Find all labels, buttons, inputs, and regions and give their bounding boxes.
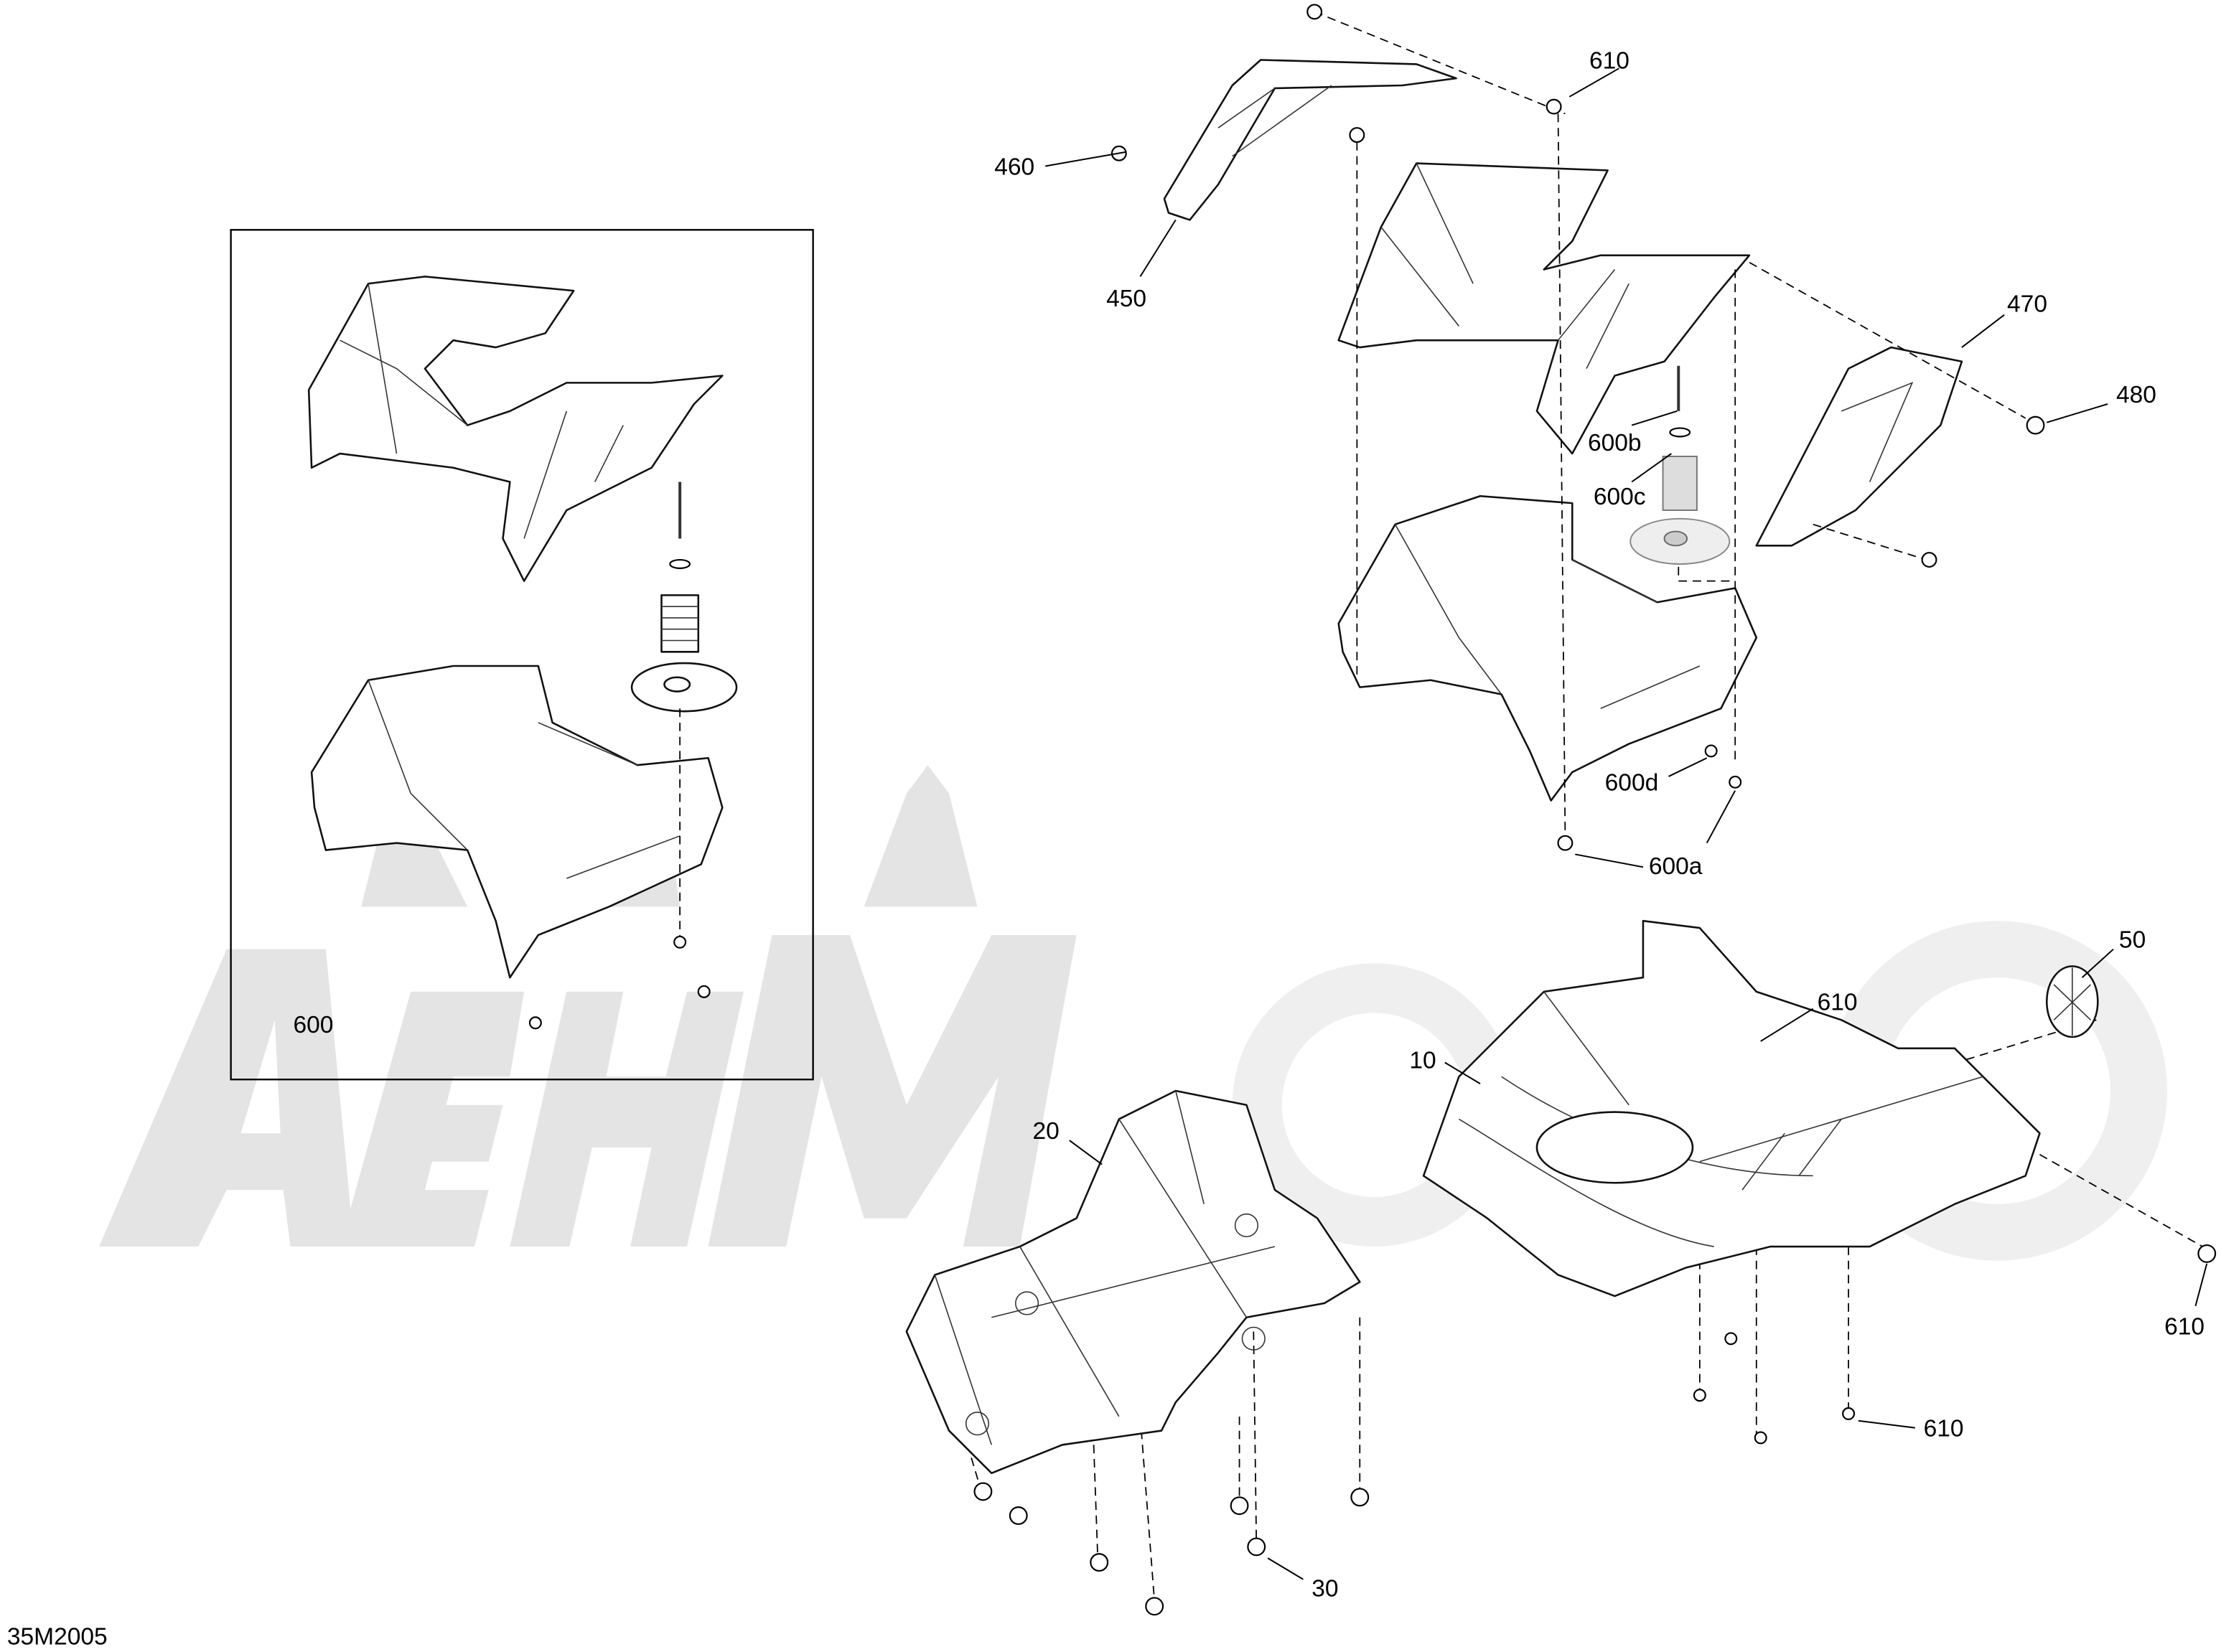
inset-spring-assembly bbox=[528, 482, 738, 1030]
spring-assembly-600 bbox=[1629, 365, 1736, 582]
airbox-10 bbox=[1422, 919, 2041, 1297]
callout-10: 10 bbox=[1409, 1047, 1436, 1074]
callout-50: 50 bbox=[2119, 927, 2146, 954]
inset-upper-housing bbox=[307, 276, 724, 582]
callout-470: 470 bbox=[2007, 291, 2047, 318]
fasteners bbox=[973, 4, 2217, 1616]
callout-460: 460 bbox=[994, 154, 1034, 180]
inset-lower-housing bbox=[310, 665, 724, 979]
diagram-code: 35M2005 bbox=[7, 1624, 108, 1651]
assembly-600-frame bbox=[230, 229, 814, 1081]
callout-30: 30 bbox=[1311, 1575, 1338, 1602]
callout-20: 20 bbox=[1032, 1118, 1059, 1145]
watermark bbox=[99, 736, 2168, 1261]
callout-450: 450 bbox=[1106, 286, 1146, 312]
callout-600d: 600d bbox=[1605, 770, 1659, 797]
callout-610-airbox: 610 bbox=[1818, 990, 1858, 1016]
leader-lines bbox=[1045, 67, 2208, 1580]
heat-shield-20 bbox=[905, 1089, 1361, 1475]
cover-470 bbox=[1755, 346, 1963, 547]
callout-600c: 600c bbox=[1594, 484, 1646, 510]
callout-480: 480 bbox=[2116, 382, 2156, 408]
lower-housing bbox=[1337, 494, 1758, 802]
callout-600: 600 bbox=[293, 1012, 333, 1038]
upper-housing bbox=[1337, 162, 1751, 455]
callout-610-right: 610 bbox=[2164, 1313, 2204, 1340]
cover-450 bbox=[1163, 59, 1457, 221]
callout-610: 610 bbox=[1589, 47, 1629, 74]
callout-600b: 600b bbox=[1588, 430, 1642, 456]
callout-610-bottom: 610 bbox=[1924, 1415, 1964, 1442]
filter-cap-50 bbox=[2046, 965, 2099, 1038]
callout-600a: 600a bbox=[1649, 853, 1703, 880]
